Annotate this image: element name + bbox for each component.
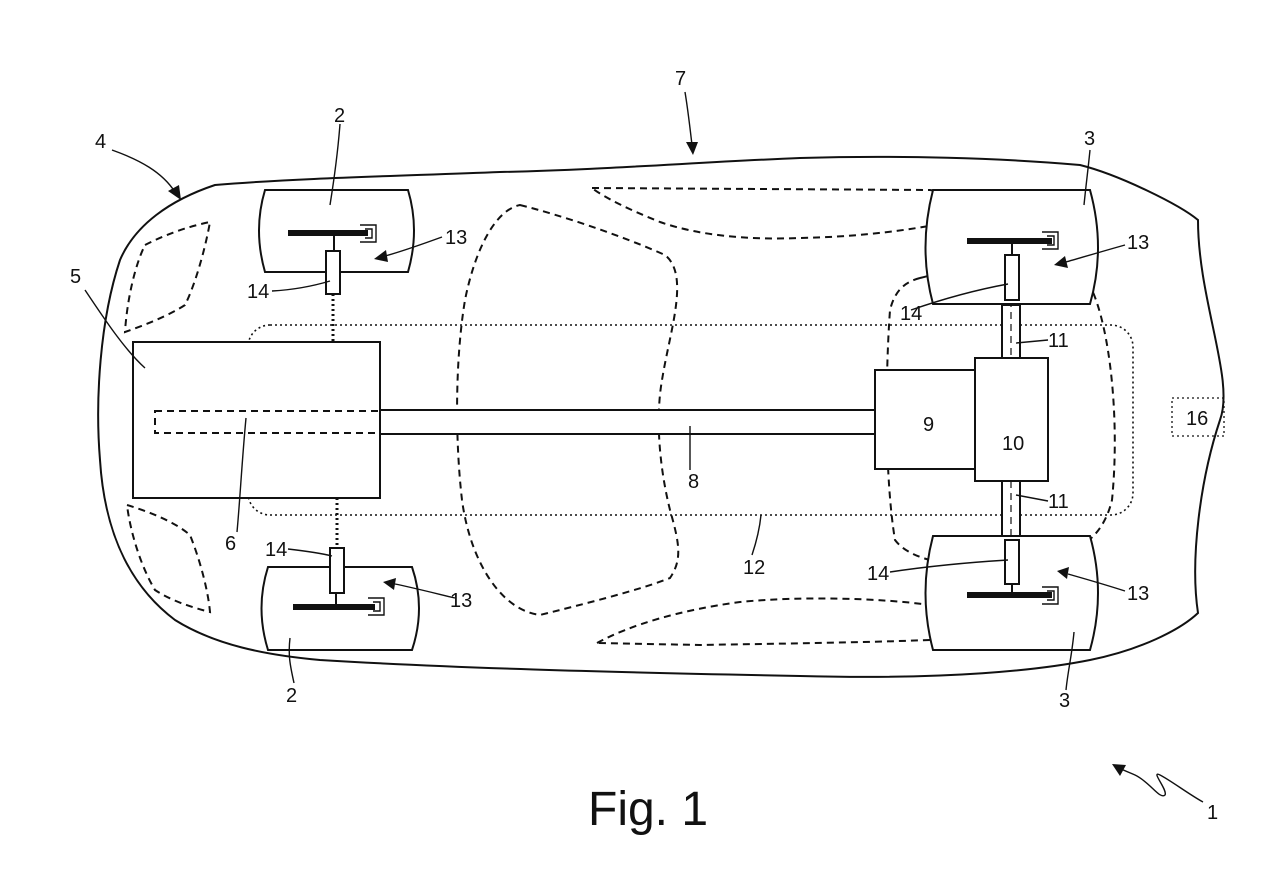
- differential-box: [974, 357, 1049, 482]
- label-side: 7: [675, 68, 686, 90]
- brake-front-left: [288, 224, 377, 252]
- figure-caption: Fig. 1: [588, 783, 708, 836]
- label-rear-wheel-bottom: 3: [1059, 690, 1070, 712]
- label-rear-wheel-top: 3: [1084, 128, 1095, 150]
- control-unit-box: [1171, 397, 1225, 437]
- actuator-rear-left: [1004, 254, 1020, 301]
- arrows: [111, 91, 1204, 803]
- leader-lines: [84, 123, 1091, 691]
- label-brake-rear-right: 13: [1127, 583, 1149, 605]
- label-drive-shaft: 8: [688, 471, 699, 493]
- drive-shaft: [379, 409, 876, 435]
- label-half-shaft-top: 11: [1048, 330, 1069, 352]
- label-brake-front-right: 13: [450, 590, 472, 612]
- label-actuator-rear-left: 14: [900, 303, 922, 325]
- label-control-unit: 16: [1186, 408, 1208, 430]
- transmission-box: [874, 369, 978, 470]
- front-upper-dashed-region: [123, 220, 212, 334]
- label-brake-rear-left: 13: [1127, 232, 1149, 254]
- front-lower-dashed-region: [125, 503, 212, 614]
- brake-rear-left: [967, 231, 1059, 255]
- label-actuator-front-left: 14: [247, 281, 269, 303]
- label-front-wheel-top: 2: [334, 105, 345, 127]
- brake-rear-right: [967, 584, 1059, 605]
- label-shaft-dashed: 6: [225, 533, 236, 555]
- label-actuator-rear-right: 14: [867, 563, 889, 585]
- engine-block: [132, 341, 381, 499]
- label-transmission: 9: [923, 414, 934, 436]
- actuator-front-left: [325, 250, 341, 295]
- actuator-front-right: [329, 547, 345, 594]
- label-front: 4: [95, 131, 106, 153]
- label-half-shaft-bottom: 11: [1048, 491, 1069, 513]
- label-brake-front-left: 13: [445, 227, 467, 249]
- actuator-rear-right: [1004, 539, 1020, 585]
- label-differential: 10: [1002, 433, 1024, 455]
- label-vehicle: 1: [1207, 802, 1218, 824]
- label-engine: 5: [70, 266, 81, 288]
- brake-front-right: [293, 593, 385, 616]
- label-actuator-front-right: 14: [265, 539, 287, 561]
- engine-internal-shaft-dashed: [154, 410, 381, 434]
- vehicle-body-outline: [97, 155, 1225, 678]
- drivetrain-dotted-region: [247, 324, 1134, 516]
- label-front-wheel-bottom: 2: [286, 685, 297, 707]
- cabin-dashed-outline: [456, 203, 680, 617]
- rear-lower-dashed-wedge: [593, 597, 1029, 647]
- label-drivetrain-region: 12: [743, 557, 765, 579]
